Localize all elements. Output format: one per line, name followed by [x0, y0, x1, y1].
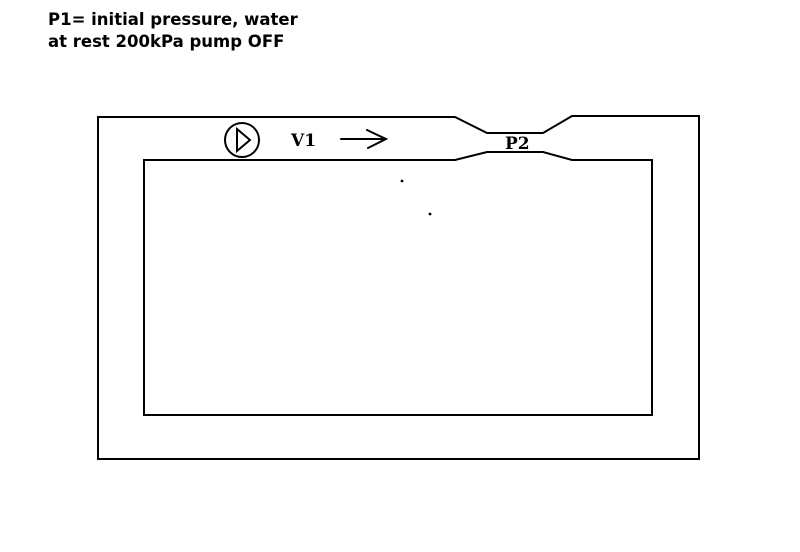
pump-icon: [224, 122, 260, 158]
note-line-1: P1= initial pressure, water: [48, 10, 298, 29]
problem-note: P1= initial pressure, water at rest 200k…: [48, 9, 298, 53]
velocity-label: V1: [290, 131, 316, 151]
inner-pipe-wall: [143, 151, 653, 416]
note-line-2: at rest 200kPa pump OFF: [48, 32, 285, 51]
pressure-2-label: P2: [505, 134, 530, 154]
flow-arrow-icon: [340, 129, 389, 149]
outer-pipe-wall: [97, 115, 700, 460]
stray-dot: [400, 179, 404, 183]
stray-dot: [428, 212, 432, 216]
